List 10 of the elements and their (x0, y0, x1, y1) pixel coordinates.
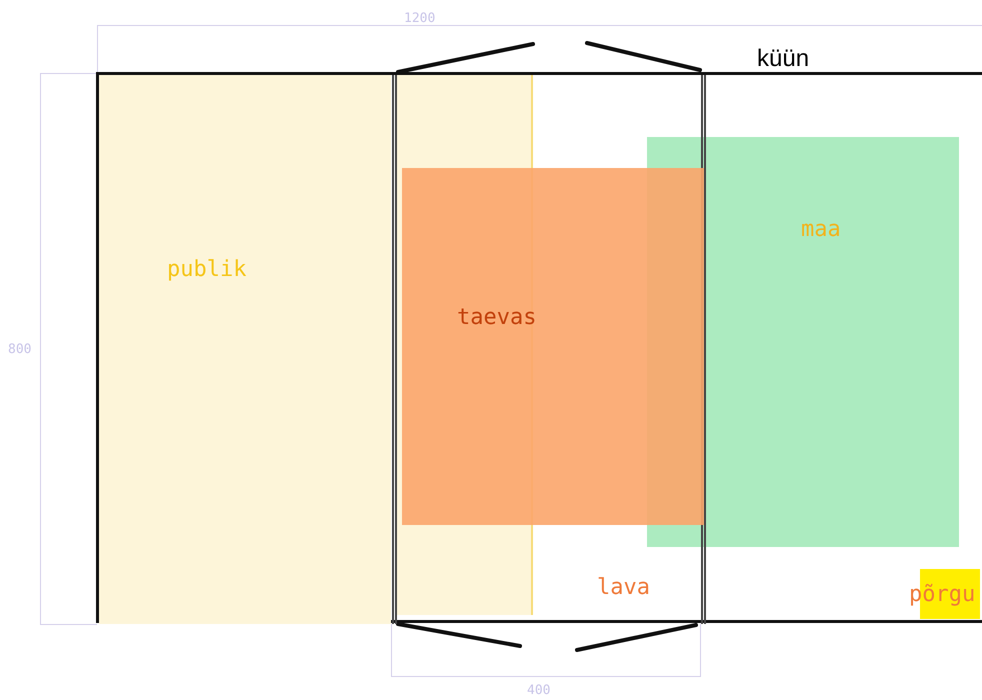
hall-label: küün (757, 44, 810, 74)
area-label: publik (167, 257, 246, 282)
dimension-value: 400 (527, 682, 550, 700)
area-label: lava (597, 575, 650, 600)
area-label: maa (801, 217, 841, 242)
area-label: taevas (457, 305, 536, 330)
publik-area (99, 75, 391, 624)
taevas-area (402, 168, 704, 525)
dimension-value: 800 (8, 341, 32, 359)
dimension-value: 1200 (404, 10, 436, 28)
